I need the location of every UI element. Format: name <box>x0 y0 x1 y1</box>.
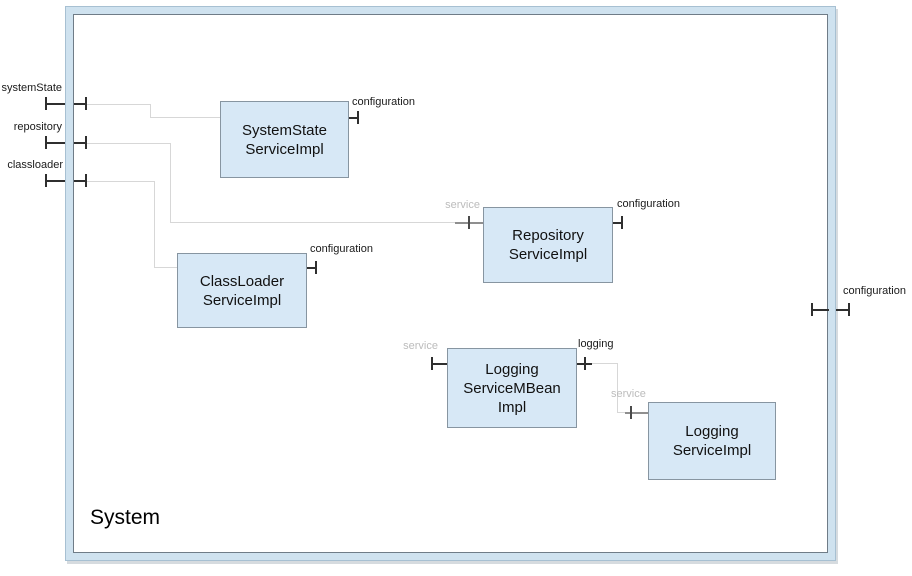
component-name-line: Logging <box>685 423 739 440</box>
port-li-service-stub <box>625 412 648 414</box>
component-name-line: ServiceImpl <box>245 140 324 158</box>
port-repo-service-tick <box>468 216 470 229</box>
port-label-mbean-service: service <box>403 340 438 352</box>
wire-repository-h1 <box>87 143 170 144</box>
port-label-classloader: classloader <box>7 159 63 171</box>
wire-systemstate-v <box>150 104 151 118</box>
port-label-repository: repository <box>13 121 62 133</box>
port-system-config-outer-stub <box>836 309 849 311</box>
port-classloader-inner-tick <box>85 174 87 187</box>
port-cl-config-stub <box>307 267 317 269</box>
port-label-repo-configuration: configuration <box>617 198 680 210</box>
wire-repository-h2 <box>170 222 455 223</box>
port-systemstate-inner-stub <box>74 103 87 105</box>
component-name-line: ServiceImpl <box>202 291 282 309</box>
component-repository-serviceimpl[interactable]: Repository ServiceImpl <box>483 207 613 283</box>
port-mbean-logging-tick <box>584 357 586 370</box>
component-logging-servicembean-impl[interactable]: Logging ServiceMBean Impl <box>447 348 577 428</box>
port-repository-inner-stub <box>74 142 87 144</box>
wire-repository-v <box>170 143 171 223</box>
component-systemstate-serviceimpl[interactable]: SystemState ServiceImpl <box>220 101 349 178</box>
port-label-system-configuration: configuration <box>843 285 906 297</box>
port-mbean-service-stub <box>432 363 447 365</box>
wire-systemstate-h2 <box>150 117 220 118</box>
port-ss-config-stub <box>349 117 359 119</box>
port-repo-config-tick <box>621 216 623 229</box>
component-name-line: ServiceImpl <box>508 246 588 263</box>
port-systemstate-inner-tick <box>85 97 87 110</box>
port-classloader-outer-stub <box>46 180 65 182</box>
port-system-config-inner-stub <box>812 309 829 311</box>
port-systemstate-outer-stub <box>46 103 65 105</box>
port-system-config-outer-tick <box>848 303 850 316</box>
port-li-service-tick <box>630 406 632 419</box>
wire-classloader-h2 <box>154 267 177 268</box>
component-name-line: ServiceImpl <box>672 442 752 459</box>
port-ss-config-tick <box>357 111 359 124</box>
system-title: System <box>90 506 161 529</box>
wire-logging-h1 <box>592 363 617 364</box>
port-repo-config-stub <box>613 222 623 224</box>
port-repository-outer-stub <box>46 142 65 144</box>
wire-logging-v <box>617 363 618 413</box>
port-label-repo-service: service <box>445 199 480 211</box>
port-repository-inner-tick <box>85 136 87 149</box>
port-label-ss-configuration: configuration <box>352 96 415 108</box>
component-name-line: ClassLoader <box>199 272 285 290</box>
wire-classloader-v <box>154 181 155 268</box>
component-classloader-serviceimpl[interactable]: ClassLoader ServiceImpl <box>177 253 307 328</box>
port-label-systemstate: systemState <box>1 82 62 94</box>
port-label-cl-configuration: configuration <box>310 243 373 255</box>
component-name-line: Impl <box>497 398 527 416</box>
system-boundary <box>65 6 836 561</box>
component-name-line: Repository <box>512 227 584 244</box>
wire-classloader-h1 <box>87 181 154 182</box>
port-label-li-service: service <box>611 388 646 400</box>
component-name-line: SystemState <box>241 121 328 139</box>
port-classloader-inner-stub <box>74 180 87 182</box>
port-label-mbean-logging: logging <box>578 338 614 350</box>
component-name-line: ServiceMBean <box>463 379 561 397</box>
port-cl-config-tick <box>315 261 317 274</box>
wire-systemstate-h1 <box>87 104 150 105</box>
component-name-line: Logging <box>485 360 539 378</box>
component-logging-serviceimpl[interactable]: Logging ServiceImpl <box>648 402 776 480</box>
wire-logging-h2 <box>617 412 626 413</box>
